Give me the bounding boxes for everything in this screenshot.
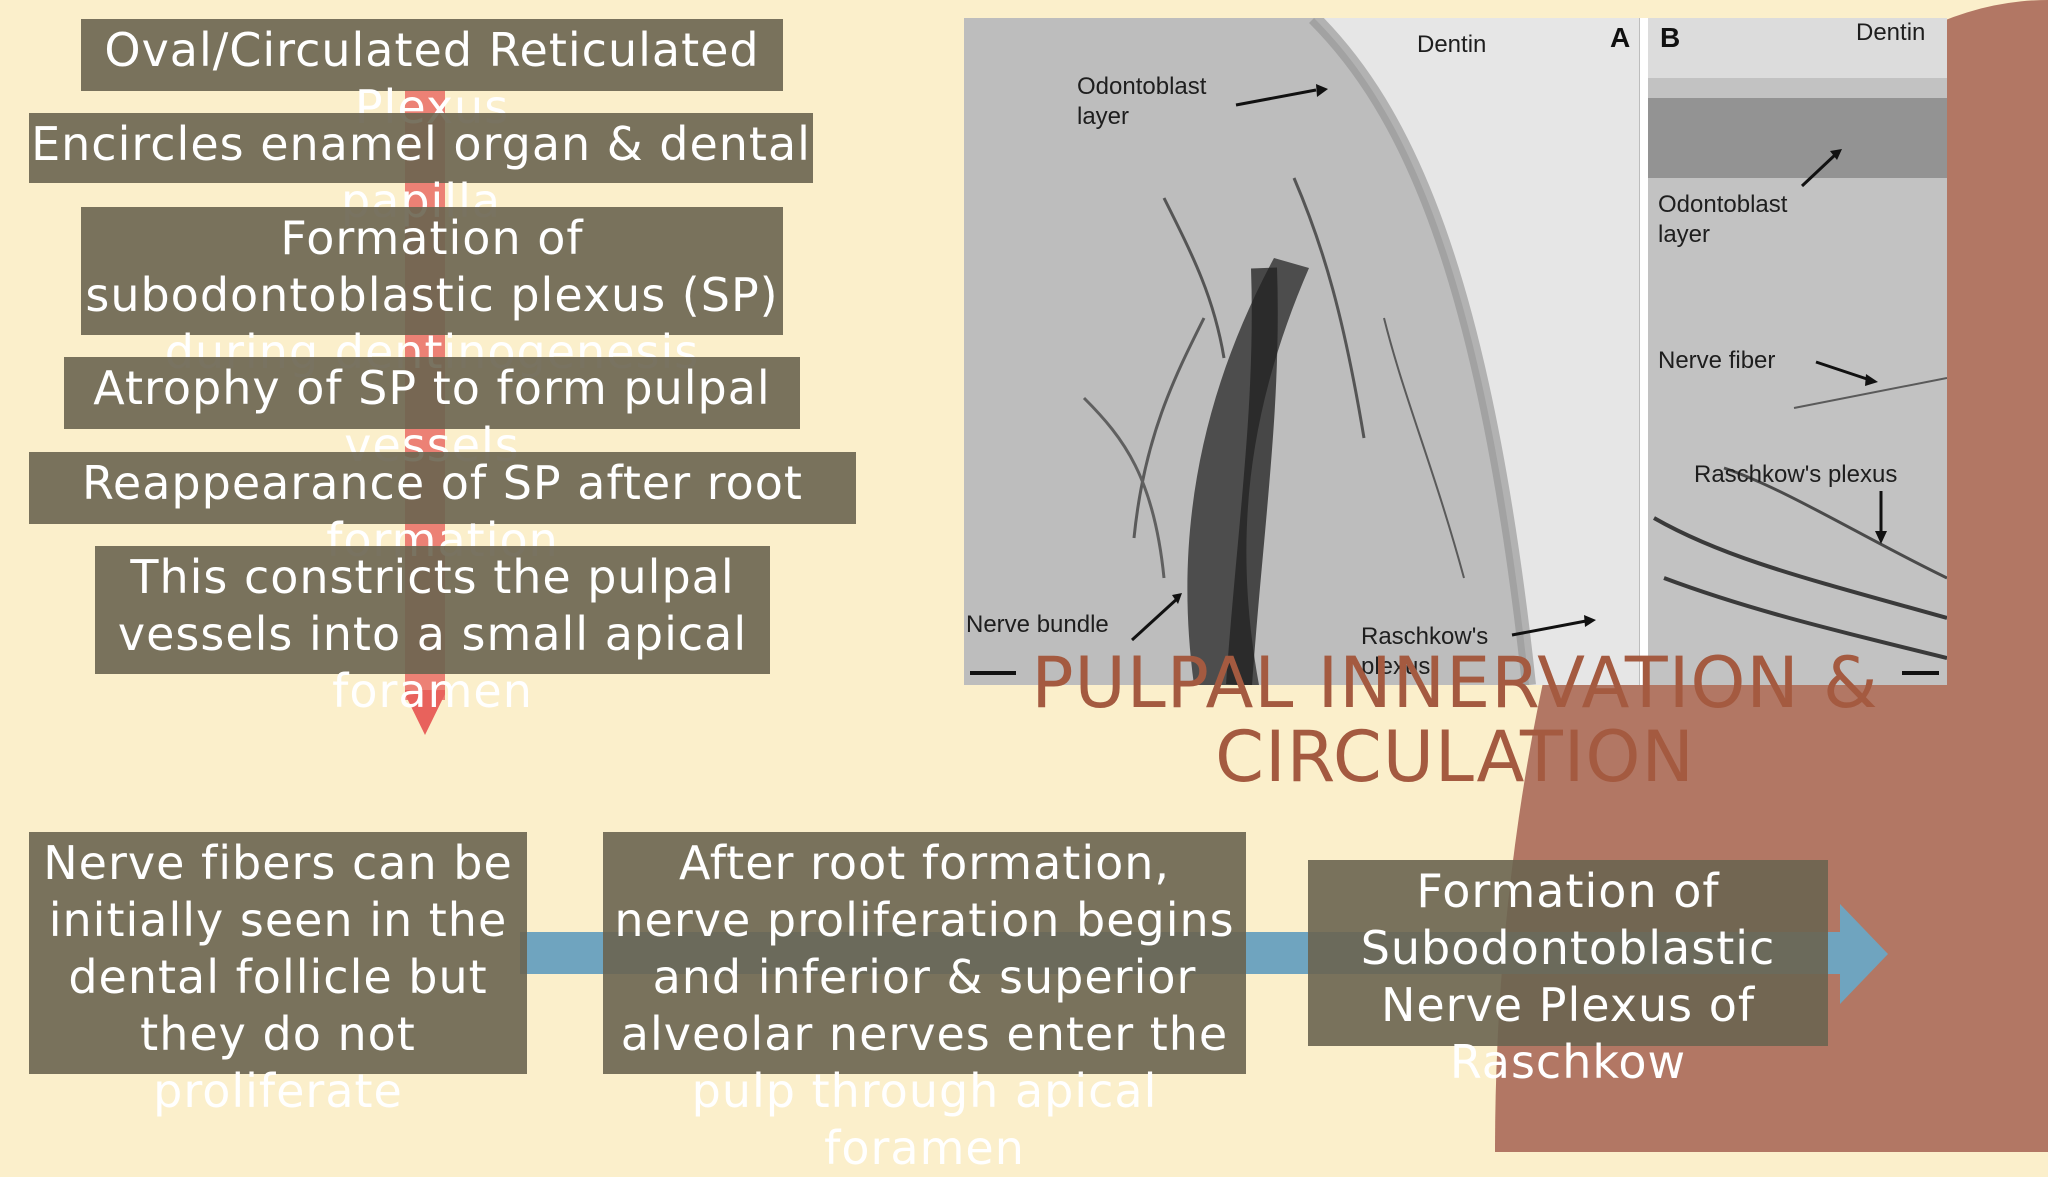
panel-a-odontoblast-label: Odontoblast — [1077, 73, 1207, 100]
flow-step-atrophy-of-sp: Atrophy of SP to form pulpal vessels — [64, 357, 800, 472]
flow-step-text: Formation of subodontoblastic plexus (SP… — [85, 211, 779, 379]
flow-step-encircles-enamel-organ: Encircles enamel organ & dental papilla — [29, 113, 813, 228]
flow-step-text: Oval/Circulated Reticulated Plexus — [104, 23, 760, 134]
panel-b-dentin-label: Dentin — [1856, 19, 1926, 46]
flow-step-reappearance-of-sp: Reappearance of SP after root formation — [29, 452, 856, 567]
histology-micrograph — [964, 18, 1947, 685]
flow-step-text: This constricts the pulpal vessels into … — [117, 550, 748, 718]
flow-step-text: Formation of Subodontoblastic Nerve Plex… — [1360, 864, 1776, 1089]
panel-b-odontoblast-layer-label: layer — [1658, 221, 1711, 248]
flow-step-text: Nerve fibers can be initially seen in th… — [43, 836, 513, 1118]
panel-b-letter: B — [1660, 22, 1681, 53]
panel-a-nerve-bundle-label: Nerve bundle — [966, 611, 1109, 638]
flow-step-plexus-of-raschkow: Formation of Subodontoblastic Nerve Plex… — [1308, 860, 1828, 1089]
flow-step-nerve-fibers-follicle: Nerve fibers can be initially seen in th… — [29, 832, 527, 1118]
flow-step-subodontoblastic-plexus: Formation of subodontoblastic plexus (SP… — [81, 207, 783, 379]
histology-figure: A Dentin Odontoblast layer Nerve bundle … — [964, 18, 1947, 685]
panel-b-nerve-fiber-label: Nerve fiber — [1658, 347, 1776, 374]
panel-a-odontoblast-layer-label: layer — [1077, 103, 1130, 130]
flow-step-text: Reappearance of SP after root formation — [82, 456, 803, 567]
flow-step-oval-plexus: Oval/Circulated Reticulated Plexus — [81, 19, 783, 134]
panel-a-dentin-label: Dentin — [1417, 31, 1487, 58]
flow-step-nerve-proliferation: After root formation, nerve proliferatio… — [603, 832, 1246, 1175]
panel-b-odontoblast-label: Odontoblast — [1658, 191, 1788, 218]
panel-a-plexus-label: plexus — [1361, 653, 1431, 680]
slide-title: PULPAL INNERVATION & CIRCULATION — [1031, 642, 1879, 798]
panel-a-raschkow-label: Raschkow's — [1361, 623, 1489, 650]
panel-a-letter: A — [1610, 22, 1631, 53]
flow-step-text: After root formation, nerve proliferatio… — [614, 836, 1235, 1175]
panel-b-raschkow-label: Raschkow's plexus — [1694, 461, 1898, 488]
flow-step-constricts-vessels: This constricts the pulpal vessels into … — [95, 546, 770, 718]
